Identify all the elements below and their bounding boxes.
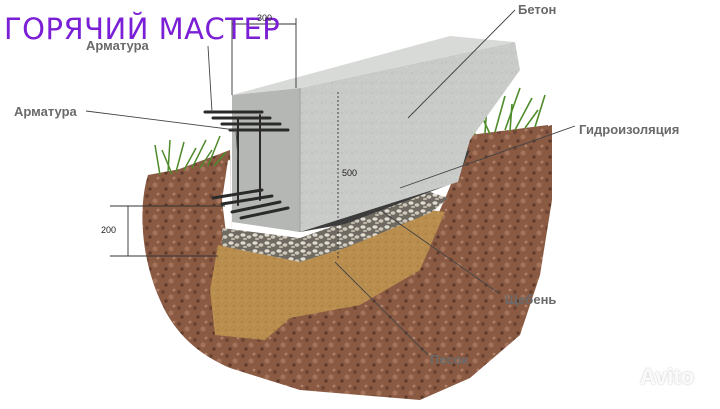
avito-logo-icon (615, 367, 632, 384)
dim-depth: 200 (101, 225, 117, 235)
grass-left (154, 135, 227, 176)
rebar (203, 110, 290, 220)
callout-lines (85, 9, 576, 356)
avito-watermark: Avito (640, 364, 695, 389)
dim-height: 500 (342, 168, 358, 178)
label-sand: Песок (430, 352, 469, 367)
label-rebar-top: Арматура (86, 38, 149, 53)
brand-title: ГОРЯЧИЙ МАСТЕР (4, 12, 281, 46)
label-waterproofing: Гидроизоляция (579, 122, 680, 137)
dim-width: 300 (257, 13, 273, 23)
dimension-lines (110, 18, 339, 258)
concrete-block (232, 36, 520, 232)
label-concrete: Бетон (518, 2, 557, 17)
gravel-layer (222, 192, 448, 262)
sand-layer (210, 210, 445, 340)
label-rebar-mid: Арматура (14, 104, 77, 119)
label-gravel: Щебень (505, 292, 557, 307)
